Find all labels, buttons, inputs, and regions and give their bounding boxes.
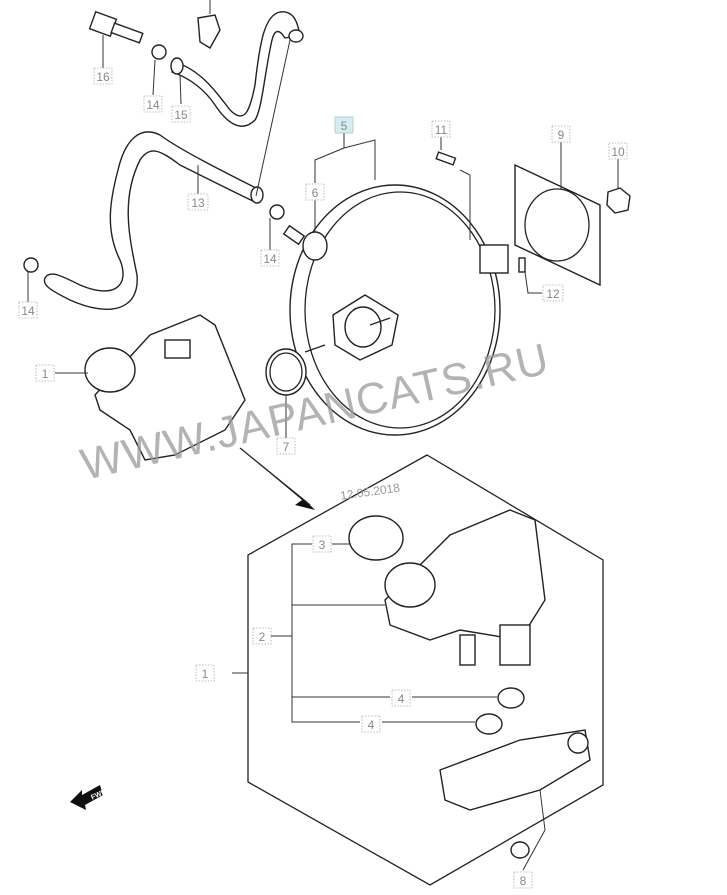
reservoir-2: [384, 509, 546, 666]
callout-14: 14: [143, 95, 163, 113]
grommets-4: [475, 687, 525, 735]
svg-text:8: 8: [520, 874, 527, 888]
callout-13: 13: [187, 193, 209, 211]
master-cylinder-body: [439, 729, 591, 811]
reservoir-cap-3: [348, 515, 404, 561]
callout-1: 1: [35, 364, 55, 382]
svg-text:13: 13: [191, 196, 205, 210]
callout-4: 4: [361, 715, 381, 733]
callout-6: 6: [305, 183, 325, 201]
hose-clamps-14: [23, 14, 285, 273]
callout-1: 1: [195, 664, 215, 682]
svg-text:10: 10: [611, 145, 625, 159]
svg-text:1: 1: [202, 667, 209, 681]
svg-text:4: 4: [398, 692, 405, 706]
brake-booster-5: [282, 184, 509, 436]
svg-text:14: 14: [263, 252, 277, 266]
callout-12: 12: [542, 284, 564, 302]
svg-text:15: 15: [174, 108, 188, 122]
hose-15: [170, 11, 304, 127]
callout-2: 2: [252, 627, 272, 645]
callout-labels: 16 14 15 5 6 13 14 14 11 9 10 12 1 7 3 2…: [18, 67, 628, 889]
nut-10: [606, 187, 631, 214]
fwd-arrow-icon: FWD: [70, 785, 108, 810]
vacuum-sensor-16: [88, 10, 144, 44]
callout-10: 10: [608, 142, 628, 160]
svg-text:4: 4: [368, 718, 375, 732]
svg-text:16: 16: [96, 70, 110, 84]
svg-text:12: 12: [546, 287, 560, 301]
svg-text:11: 11: [435, 123, 448, 137]
seal-8: [510, 841, 530, 859]
callout-14: 14: [18, 301, 38, 319]
assembly-hexagon: [247, 454, 604, 886]
master-cylinder-1-upper: [84, 314, 246, 461]
svg-text:5: 5: [341, 119, 348, 133]
callout-5: 5: [334, 116, 354, 134]
diagram-date: 12.05.2018: [339, 481, 401, 503]
svg-text:14: 14: [146, 98, 160, 112]
svg-text:6: 6: [312, 186, 319, 200]
callout-8: 8: [513, 871, 533, 889]
callout-14: 14: [260, 249, 280, 267]
callout-7: 7: [276, 437, 296, 455]
pin-11: [435, 151, 457, 166]
svg-text:7: 7: [283, 440, 290, 454]
o-ring-7: [265, 348, 307, 396]
gasket-9: [514, 163, 601, 287]
leader-lines: [27, 0, 619, 871]
svg-text:9: 9: [558, 128, 565, 142]
callout-16: 16: [93, 67, 113, 85]
callout-15: 15: [171, 105, 191, 123]
callout-4: 4: [391, 689, 411, 707]
svg-text:2: 2: [259, 630, 266, 644]
hose-13: [43, 131, 264, 310]
clip-12: [518, 257, 526, 273]
callout-11: 11: [431, 120, 451, 138]
svg-text:14: 14: [21, 304, 35, 318]
svg-text:1: 1: [42, 367, 49, 381]
callout-9: 9: [551, 125, 571, 143]
svg-text:3: 3: [319, 538, 326, 552]
callout-3: 3: [312, 535, 332, 553]
